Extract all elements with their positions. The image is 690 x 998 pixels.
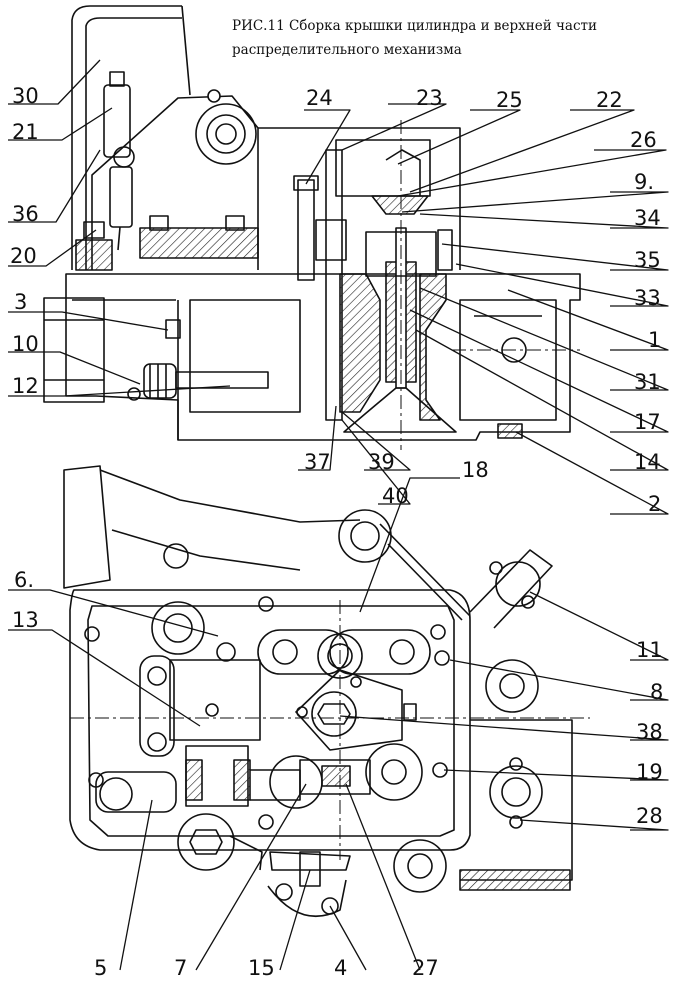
rocker-bracket	[169, 659, 261, 741]
water-flange	[489, 765, 543, 819]
callout-7: 7	[174, 956, 188, 980]
callout-17: 17	[634, 410, 661, 434]
head-casting	[65, 273, 581, 441]
figure-title-line2: распределительного механизма	[232, 42, 462, 58]
port-chamber	[189, 299, 301, 413]
callout-38: 38	[636, 720, 663, 744]
boss-left-top	[151, 601, 205, 655]
callout-14: 14	[634, 450, 661, 474]
callout-11: 11	[636, 638, 663, 662]
callout-21: 21	[12, 120, 39, 144]
callout-26: 26	[630, 128, 657, 152]
callout-23: 23	[416, 86, 443, 110]
head-top-plate	[139, 227, 259, 259]
cylinder-head-section	[43, 5, 581, 450]
callout-13: 13	[12, 608, 39, 632]
callout-28: 28	[636, 804, 663, 828]
callout-9: 9.	[634, 170, 655, 194]
callout-1: 1	[648, 328, 662, 352]
callout-37: 37	[304, 450, 331, 474]
injector-clamp	[469, 549, 553, 629]
callout-8: 8	[650, 680, 664, 704]
leader-lines	[8, 59, 669, 971]
rotator-housing	[335, 139, 431, 197]
plan-view	[63, 465, 590, 918]
figure-title-line1: РИС.11 Сборка крышки цилиндра и верхней …	[232, 18, 598, 34]
callout-33: 33	[634, 286, 661, 310]
valve-circle-right	[365, 743, 423, 801]
callout-6: 6.	[14, 568, 35, 592]
callout-30: 30	[12, 84, 39, 108]
callout-34: 34	[634, 206, 661, 230]
callout-2: 2	[648, 492, 662, 516]
callout-20: 20	[10, 244, 37, 268]
right-port	[459, 299, 557, 421]
callout-31: 31	[634, 370, 661, 394]
injector-body	[103, 84, 131, 158]
boss-top	[338, 509, 392, 563]
callout-22: 22	[596, 88, 623, 112]
callout-12: 12	[12, 374, 39, 398]
callout-10: 10	[12, 332, 39, 356]
callout-40: 40	[382, 484, 409, 508]
connector	[143, 363, 177, 399]
figure-title: РИС.11 Сборка крышки цилиндра и верхней …	[232, 14, 652, 62]
callout-36: 36	[12, 202, 39, 226]
rocker-bearing	[195, 103, 257, 165]
callout-18: 18	[462, 458, 489, 482]
callout-4: 4	[334, 956, 348, 980]
rocker-arm-right	[329, 629, 431, 675]
callout-24: 24	[306, 86, 333, 110]
head-cover-outline	[69, 589, 471, 851]
callout-39: 39	[368, 450, 395, 474]
inlet-manifold	[63, 465, 111, 589]
callout-25: 25	[496, 88, 523, 112]
callout-15: 15	[248, 956, 275, 980]
callout-35: 35	[634, 248, 661, 272]
lower-bracket	[267, 879, 347, 918]
callout-5: 5	[94, 956, 108, 980]
callout-3: 3	[14, 290, 28, 314]
callout-27: 27	[412, 956, 439, 980]
valve-bridge-plate	[295, 669, 403, 751]
rocker-arm-left	[257, 629, 349, 675]
callout-19: 19	[636, 760, 663, 784]
pipe	[71, 5, 182, 270]
